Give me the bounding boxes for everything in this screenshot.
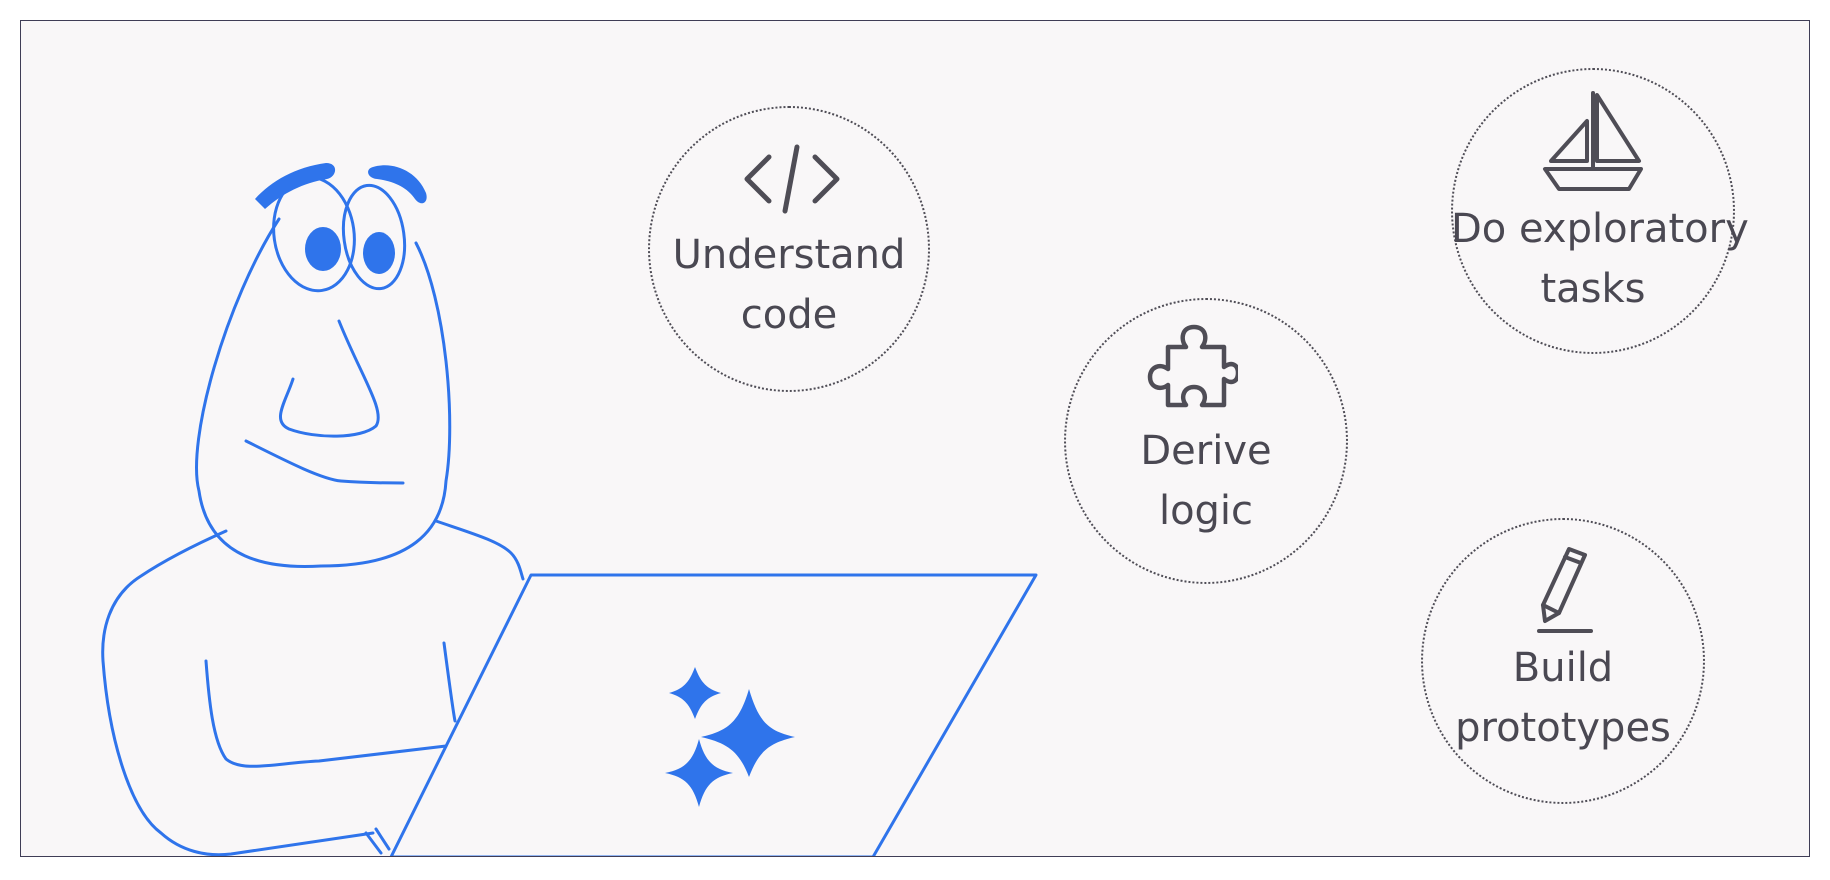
sparkle-icon [665,667,795,807]
code-brackets-icon [744,144,840,214]
illustration-frame: Understand code Derive logic Do explorat… [20,20,1810,857]
puzzle-piece-icon [1147,324,1238,408]
bubble-line: prototypes [1455,705,1671,751]
pencil-icon [1537,547,1593,633]
character-right-pupil [363,232,395,274]
character-head [195,217,452,568]
laptop [389,573,1038,856]
character-left-eyebrow [255,163,336,209]
character-left-arm [204,659,448,768]
bubble-derive-logic-label: Derive logic [1064,421,1348,541]
character-right-arm [442,641,457,723]
character-illustration [101,163,1038,856]
bubble-line: code [740,292,838,338]
bubble-line: logic [1158,488,1254,534]
bubble-build-prototypes [1421,518,1705,804]
character-left-pupil [305,227,341,271]
bubble-line: tasks [1540,266,1646,312]
bubble-derive-logic [1064,298,1348,584]
bubble-line: Understand [672,232,906,278]
character-mouth [244,439,405,485]
character-body [101,529,375,856]
bubble-understand-code [648,106,930,392]
bubble-build-prototypes-label: Build prototypes [1421,638,1705,758]
bubble-understand-code-label: Understand code [648,225,930,345]
bubble-line: Build [1512,645,1614,691]
bubble-line: Do exploratory [1451,206,1749,252]
bubble-line: Derive [1140,428,1272,474]
bubble-exploratory-tasks [1451,68,1735,354]
character-right-eyebrow [368,165,427,204]
sailboat-icon [1543,91,1643,191]
character-shoulder [434,519,525,581]
bubble-exploratory-tasks-label: Do exploratory tasks [1451,199,1749,319]
character-nose [278,319,380,438]
character-right-eye [341,183,407,291]
